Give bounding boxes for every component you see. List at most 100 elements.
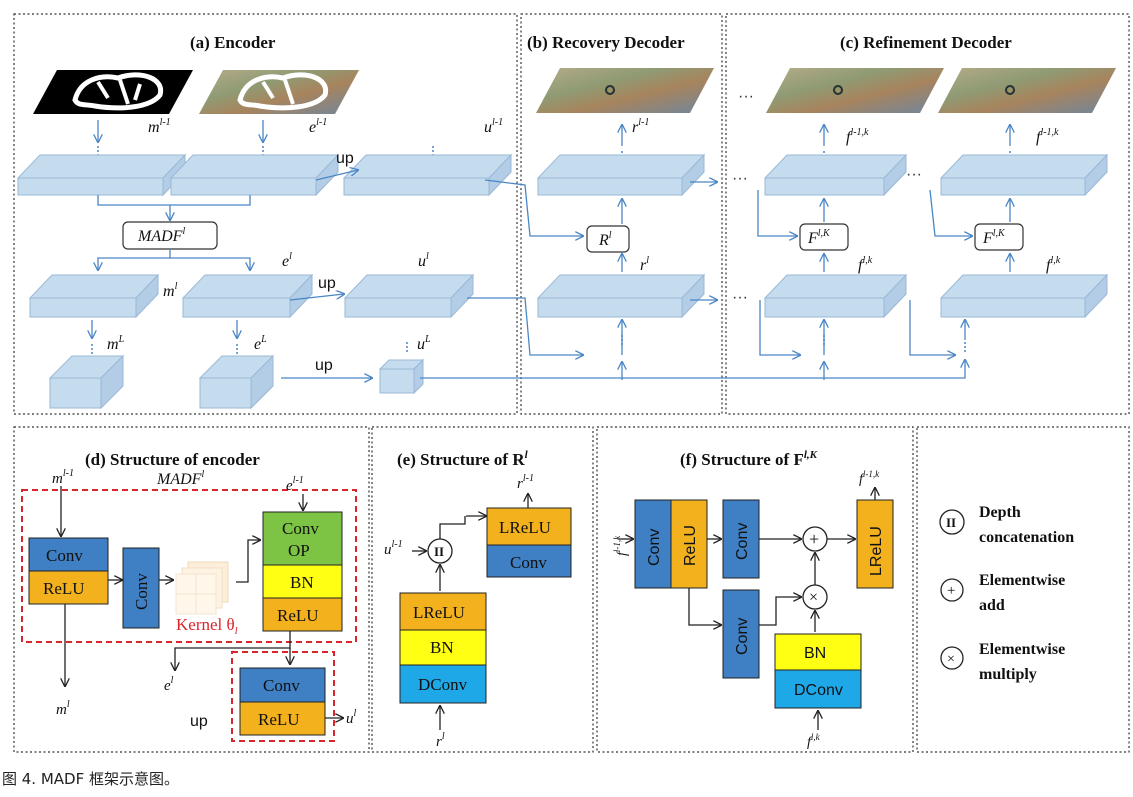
legend-add-line2: add bbox=[979, 597, 1005, 614]
d-conv-op-label-2: OP bbox=[288, 541, 310, 560]
label-r: rl bbox=[640, 255, 649, 274]
F-block-1-label: Fl,K bbox=[807, 228, 831, 247]
dots-c-low: ··· bbox=[732, 289, 748, 306]
dots-c-top: ··· bbox=[738, 88, 754, 105]
e-bn-block bbox=[399, 629, 487, 666]
label-m-L: mL bbox=[107, 334, 125, 353]
panel-c-title: (c) Refinement Decoder bbox=[840, 33, 1012, 52]
f-add-symbol: + bbox=[809, 529, 819, 549]
panel-frames bbox=[13, 13, 1130, 753]
d-bn-label: BN bbox=[290, 573, 314, 592]
d-output-e: el bbox=[164, 675, 174, 694]
e-dconv-label: DConv bbox=[418, 675, 468, 694]
slab-r bbox=[536, 273, 706, 319]
slab-f-1 bbox=[763, 273, 908, 319]
label-f-lk-1: fl,k bbox=[858, 255, 873, 274]
madf-framework-diagram: (a) Encoder (b) Recovery Decoder (c) Ref… bbox=[13, 13, 1130, 753]
f-bn-label: BN bbox=[804, 645, 826, 662]
f-conv-label: Conv bbox=[646, 529, 663, 566]
slab-f-prev-1 bbox=[763, 153, 908, 197]
R-block-label: Rl bbox=[598, 230, 612, 249]
d-input-m: ml-1 bbox=[52, 468, 74, 487]
legend-mul-icon bbox=[940, 646, 964, 670]
d-conv-vertical-label: Conv bbox=[132, 573, 151, 610]
f-lrelu-label: LReLU bbox=[868, 526, 885, 576]
figure-caption: 图 4. MADF 框架示意图。 bbox=[2, 770, 179, 788]
F-block-1 bbox=[799, 223, 849, 251]
panel-f-frame bbox=[596, 426, 914, 753]
label-f-lk-2: fl,k bbox=[1046, 255, 1061, 274]
panel-a-frame bbox=[13, 13, 518, 415]
legend-concat-line2: concatenation bbox=[979, 529, 1074, 546]
f-dconv-block bbox=[774, 669, 862, 709]
slab-f-2 bbox=[939, 273, 1109, 319]
panel-f-title: (f) Structure of Fl,K bbox=[680, 449, 818, 469]
label-up-1: up bbox=[336, 150, 354, 167]
d-conv-vertical-block bbox=[122, 547, 160, 629]
f-conv-block bbox=[634, 499, 672, 589]
legend-concat-icon bbox=[939, 509, 965, 535]
d-relu2-label: ReLU bbox=[277, 606, 319, 625]
kernel-grid bbox=[175, 561, 229, 615]
f-lrelu-block bbox=[856, 499, 894, 589]
d-input-e: el-1 bbox=[286, 475, 304, 494]
label-e-L: eL bbox=[254, 334, 267, 353]
panel-d-title: (d) Structure of encoder bbox=[85, 450, 260, 469]
F-block-2-label: Fl,K bbox=[982, 228, 1006, 247]
d-up-label: up bbox=[190, 713, 208, 730]
e-lrelu-label: LReLU bbox=[413, 603, 465, 622]
panel-legend-frame bbox=[916, 426, 1130, 753]
f-conv3-label: Conv bbox=[734, 618, 751, 655]
e-bn-label: BN bbox=[430, 638, 454, 657]
legend-mul-line2: multiply bbox=[979, 666, 1037, 683]
e-dconv-block bbox=[399, 664, 487, 704]
e-input-r: rl bbox=[436, 731, 445, 750]
d-conv-block bbox=[28, 537, 109, 572]
f-relu-block bbox=[670, 499, 708, 589]
e-output-r: rl-1 bbox=[517, 473, 534, 492]
f-output-f: fl-1,k bbox=[859, 469, 880, 487]
dots-c-mid: ··· bbox=[732, 170, 748, 187]
label-r-prev: rl-1 bbox=[632, 117, 649, 136]
slab-u-prev bbox=[342, 153, 513, 197]
e-conv-top-label: Conv bbox=[510, 553, 547, 572]
mask-image bbox=[33, 70, 193, 114]
d-up-conv-label: Conv bbox=[263, 676, 300, 695]
label-u-L: uL bbox=[417, 334, 431, 353]
panel-c-frame bbox=[725, 13, 1130, 415]
e-input-u: ul-1 bbox=[384, 539, 403, 558]
legend-add-line1: Elementwise bbox=[979, 572, 1065, 589]
d-output-m: ml bbox=[56, 699, 70, 718]
label-m-prev: ml-1 bbox=[148, 117, 171, 136]
legend-add-symbol: + bbox=[947, 583, 955, 599]
refined-image-1 bbox=[766, 68, 944, 113]
panel-a-title: (a) Encoder bbox=[190, 33, 276, 52]
label-u: ul bbox=[418, 251, 429, 270]
F-block-2 bbox=[974, 223, 1024, 251]
label-f-2: fl-1,k bbox=[1036, 127, 1059, 146]
f-conv3-block bbox=[722, 589, 760, 679]
label-up-2: up bbox=[318, 275, 336, 292]
d-relu2-block bbox=[262, 597, 343, 632]
slab-e bbox=[181, 273, 314, 319]
legend-concat-symbol: II bbox=[946, 515, 956, 530]
d-relu-label: ReLU bbox=[43, 579, 85, 598]
up-dashed-box bbox=[231, 651, 335, 742]
label-f-1: fl-1,k bbox=[846, 127, 869, 146]
R-block bbox=[586, 225, 630, 253]
recovered-image bbox=[536, 68, 714, 113]
madf-block-label: MADFl bbox=[137, 226, 185, 245]
e-lrelu-top-label: LReLU bbox=[499, 518, 551, 537]
d-conv-op-label-1: Conv bbox=[282, 519, 319, 538]
panel-b-frame bbox=[520, 13, 723, 415]
e-lrelu-top-block bbox=[486, 507, 572, 546]
panel-e-frame bbox=[371, 426, 594, 753]
f-bn-block bbox=[774, 633, 862, 671]
refined-image-2 bbox=[938, 68, 1116, 113]
d-conv-label: Conv bbox=[46, 546, 83, 565]
f-input-f: fl-1,k bbox=[612, 535, 630, 556]
label-m: ml bbox=[163, 281, 178, 300]
d-conv-op-block bbox=[262, 511, 343, 566]
block-u-L bbox=[378, 358, 425, 395]
slab-f-prev-2 bbox=[939, 153, 1109, 197]
